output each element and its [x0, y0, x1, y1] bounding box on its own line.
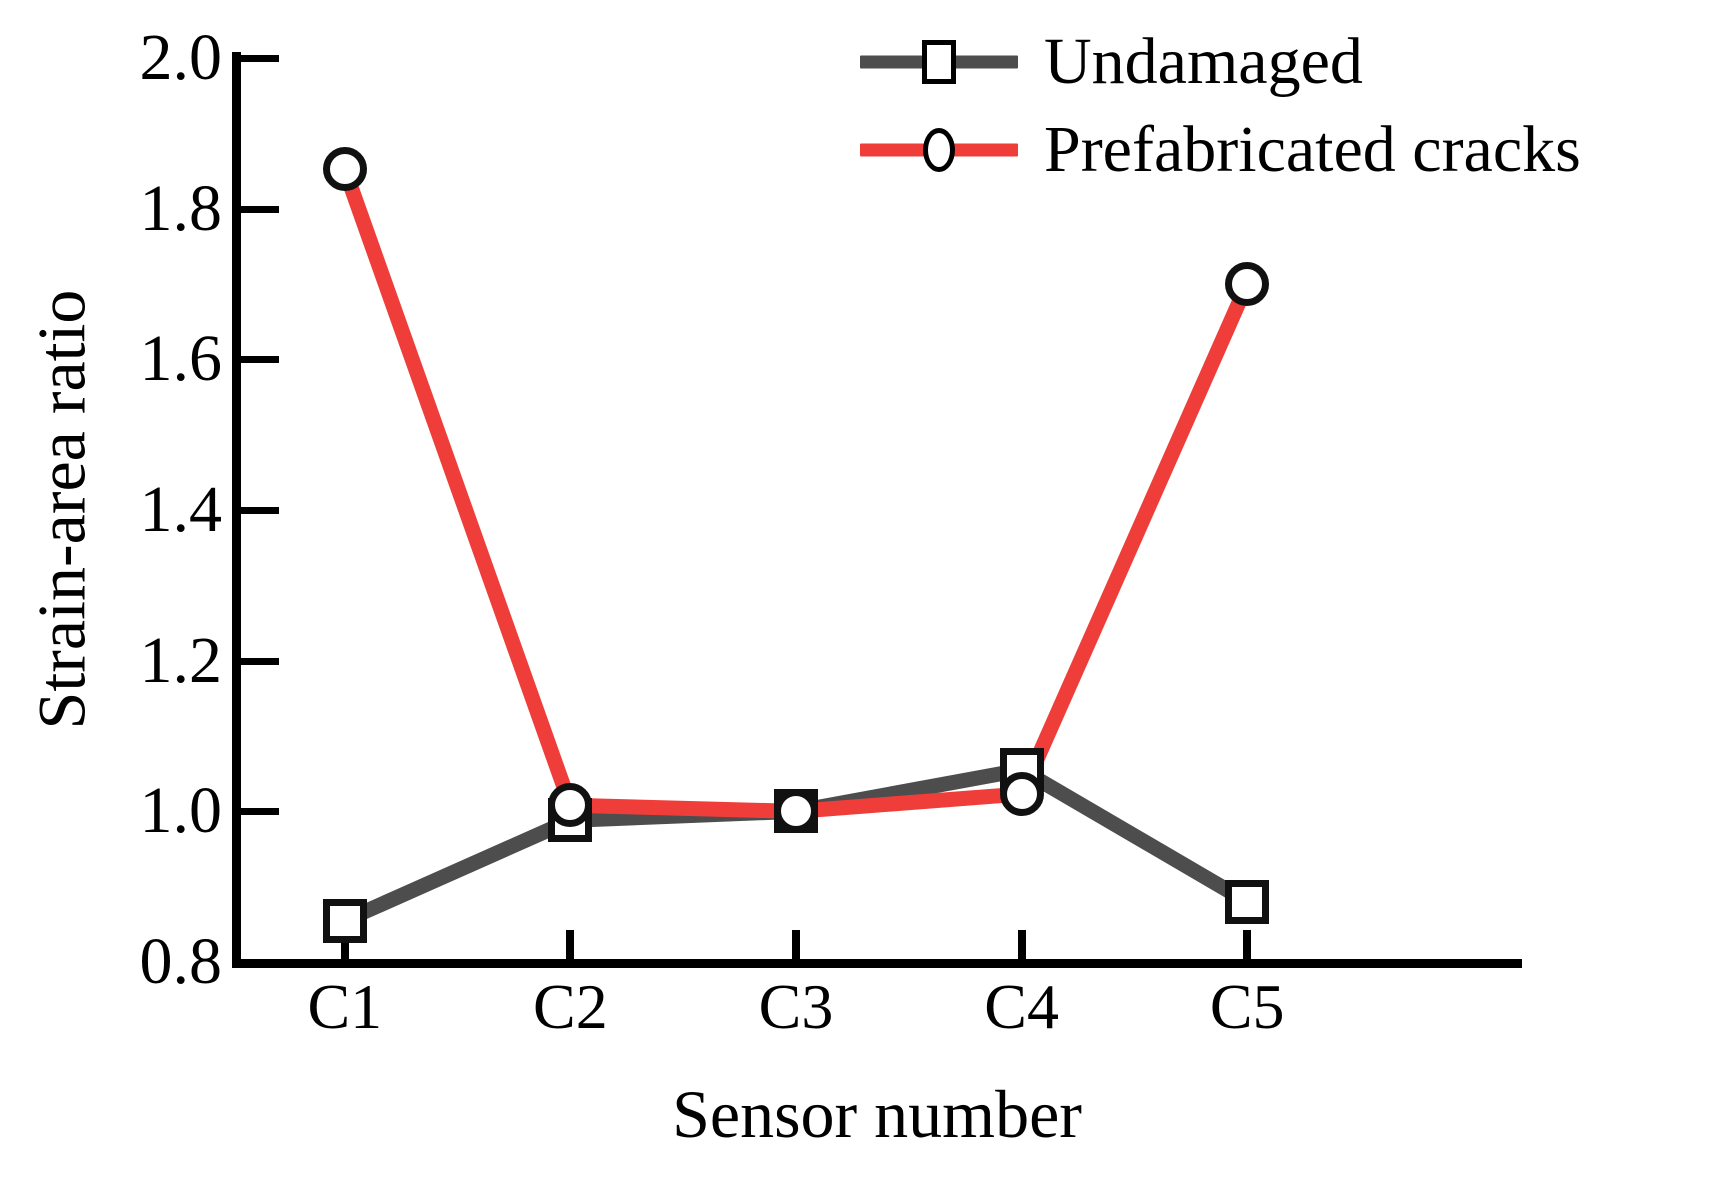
y-axis-tick: [241, 808, 279, 816]
y-axis-tick: [241, 657, 279, 665]
series-line-1: [337, 166, 1255, 819]
x-axis-tick-label: C4: [984, 971, 1059, 1042]
x-axis-tick: [1243, 930, 1252, 960]
data-point-marker: [774, 789, 818, 834]
data-point-marker: [1225, 262, 1270, 306]
x-axis-tick: [1017, 930, 1026, 960]
y-axis-tick-label: 1.4: [139, 473, 223, 546]
y-axis-tick-label: 1.0: [139, 774, 223, 848]
legend-item-undamaged[interactable]: Undamaged: [860, 18, 1581, 106]
y-axis-tick: [241, 55, 279, 62]
x-axis-tick-label: C3: [758, 971, 834, 1042]
data-point-marker: [322, 147, 367, 192]
square-marker-icon: [922, 40, 956, 84]
y-axis-title: Strain-area ratio: [23, 289, 100, 730]
legend-label-undamaged: Undamaged: [1044, 25, 1363, 98]
legend-item-prefabricated-cracks[interactable]: Prefabricated cracks: [860, 106, 1581, 194]
y-axis-tick: [241, 205, 279, 213]
legend: Undamaged Prefabricated cracks: [860, 18, 1581, 194]
y-axis-tick-label: 0.8: [139, 925, 223, 998]
data-point-marker: [322, 898, 367, 943]
y-axis-tick-labels: 0.8 1.0 1.2 1.4 1.6 1.8 2.0: [0, 0, 223, 1000]
x-axis-title: Sensor number: [672, 1076, 1082, 1152]
y-axis-tick: [241, 507, 279, 514]
x-axis-tick: [340, 930, 349, 960]
x-axis-tick-label: C2: [533, 971, 608, 1042]
y-axis-tick-label: 1.6: [139, 322, 223, 396]
y-axis-tick-label: 2.0: [139, 21, 223, 94]
y-axis-tick-label: 1.8: [139, 171, 223, 245]
x-axis-tick: [792, 930, 800, 960]
legend-label-prefabricated-cracks: Prefabricated cracks: [1044, 113, 1581, 186]
plot-area: [232, 58, 1360, 962]
x-axis-tick-label: C5: [1209, 971, 1285, 1042]
x-axis-tick-label: C1: [307, 971, 383, 1042]
y-axis-tick: [241, 356, 279, 364]
data-point-marker: [548, 783, 593, 828]
x-axis-line: [232, 959, 1522, 968]
data-point-marker: [1225, 879, 1270, 924]
legend-swatch-prefabricated-cracks: [860, 106, 1018, 194]
x-axis-tick: [566, 930, 575, 960]
circle-marker-icon: [923, 128, 955, 172]
legend-swatch-undamaged: [860, 18, 1018, 106]
data-point-marker: [999, 772, 1044, 816]
y-axis-tick: [241, 959, 279, 966]
y-axis-tick-label: 1.2: [139, 623, 223, 697]
y-axis-line: [232, 52, 241, 968]
